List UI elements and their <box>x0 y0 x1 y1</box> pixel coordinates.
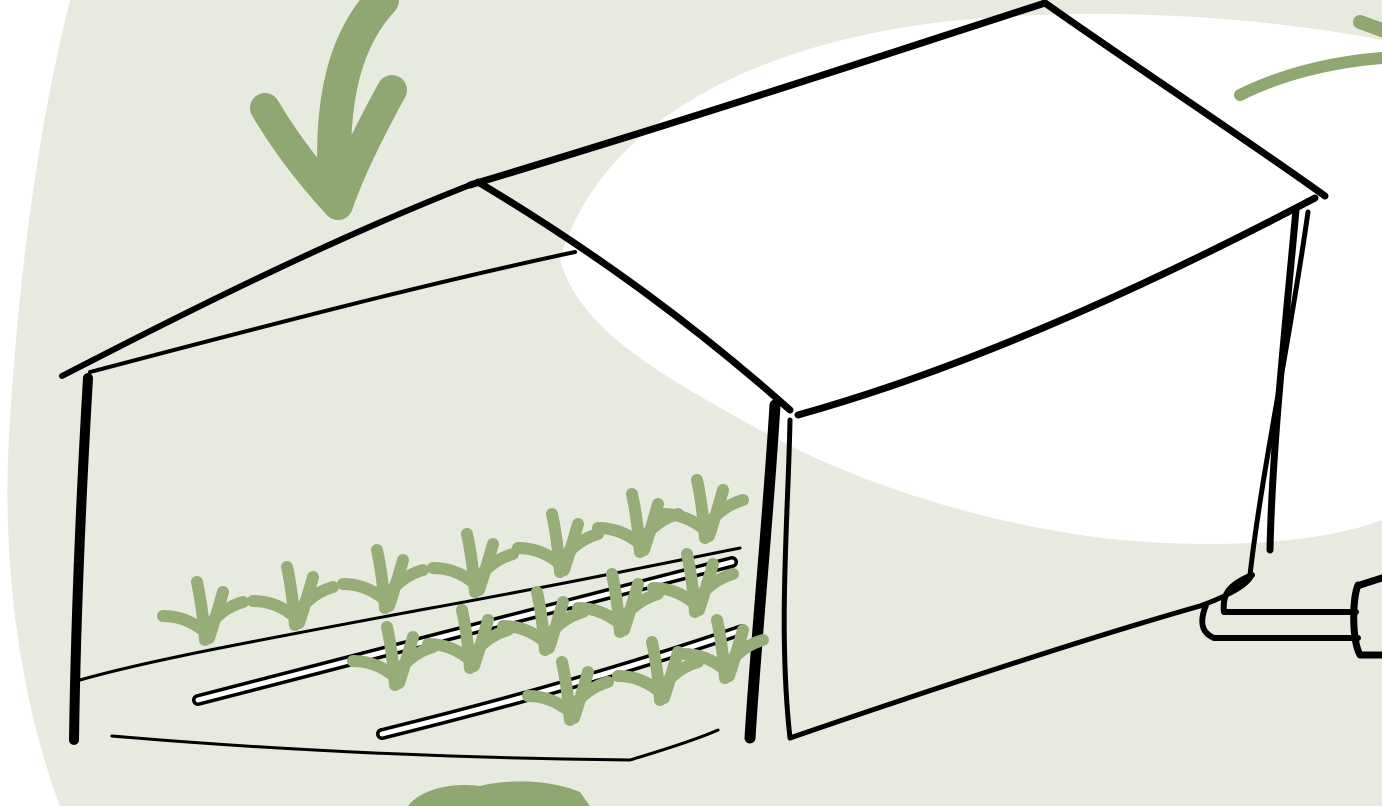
greenhouse-illustration <box>0 0 1382 806</box>
background-tint <box>0 0 1382 806</box>
